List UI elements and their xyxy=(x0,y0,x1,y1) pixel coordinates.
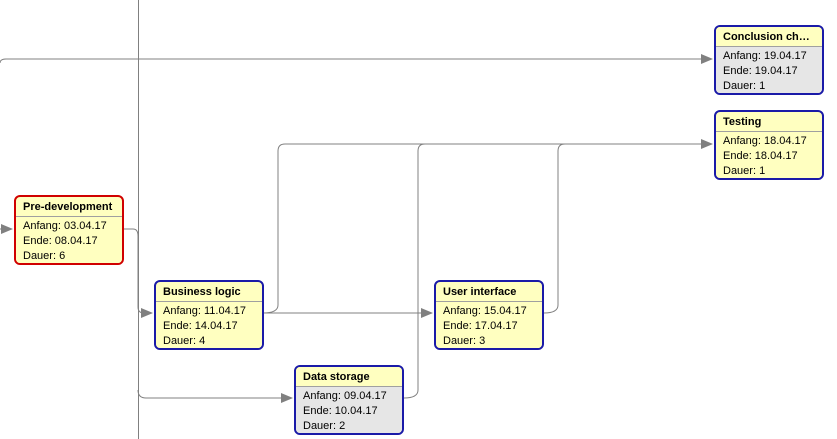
task-end: Ende: 08.04.17 xyxy=(23,235,98,247)
edge-to-conclusion xyxy=(0,54,713,64)
task-end: Ende: 14.04.17 xyxy=(163,320,238,332)
edge-pre-development-to-business-logic xyxy=(123,228,153,318)
task-duration: Dauer: 2 xyxy=(303,420,346,432)
task-start: Anfang: 11.04.17 xyxy=(163,305,246,317)
task-node-testing[interactable]: Testing Anfang: 18.04.17 Ende: 18.04.17 … xyxy=(714,110,824,180)
task-node-pre-development[interactable]: Pre-development Anfang: 03.04.17 Ende: 0… xyxy=(14,195,124,265)
edge-business-logic-to-testing xyxy=(262,139,713,314)
task-duration: Dauer: 1 xyxy=(723,165,766,177)
task-title: Testing xyxy=(716,112,822,132)
task-title: User interface xyxy=(436,282,542,302)
task-title: Business logic xyxy=(156,282,262,302)
task-duration: Dauer: 3 xyxy=(443,335,486,347)
task-duration: Dauer: 6 xyxy=(23,250,66,262)
task-duration: Dauer: 4 xyxy=(163,335,206,347)
edge-user-interface-to-testing xyxy=(543,143,566,314)
task-node-data-storage[interactable]: Data storage Anfang: 09.04.17 Ende: 10.0… xyxy=(294,365,404,435)
task-start: Anfang: 15.04.17 xyxy=(443,305,527,317)
task-end: Ende: 18.04.17 xyxy=(723,150,798,162)
task-start: Anfang: 09.04.17 xyxy=(303,390,387,402)
task-end: Ende: 10.04.17 xyxy=(303,405,378,417)
task-node-user-interface[interactable]: User interface Anfang: 15.04.17 Ende: 17… xyxy=(434,280,544,350)
task-start: Anfang: 19.04.17 xyxy=(723,50,807,62)
task-title: Pre-development xyxy=(16,197,122,217)
edge-pre-development-to-data-storage xyxy=(137,389,293,403)
task-start: Anfang: 03.04.17 xyxy=(23,220,107,232)
task-duration: Dauer: 1 xyxy=(723,80,766,92)
edge-data-storage-to-testing xyxy=(403,143,426,399)
task-title: Conclusion chap... xyxy=(716,27,822,47)
task-end: Ende: 17.04.17 xyxy=(443,320,518,332)
task-node-conclusion[interactable]: Conclusion chap... Anfang: 19.04.17 Ende… xyxy=(714,25,824,95)
task-end: Ende: 19.04.17 xyxy=(723,65,798,77)
task-title: Data storage xyxy=(296,367,402,387)
task-start: Anfang: 18.04.17 xyxy=(723,135,807,147)
task-node-business-logic[interactable]: Business logic Anfang: 11.04.17 Ende: 14… xyxy=(154,280,264,350)
